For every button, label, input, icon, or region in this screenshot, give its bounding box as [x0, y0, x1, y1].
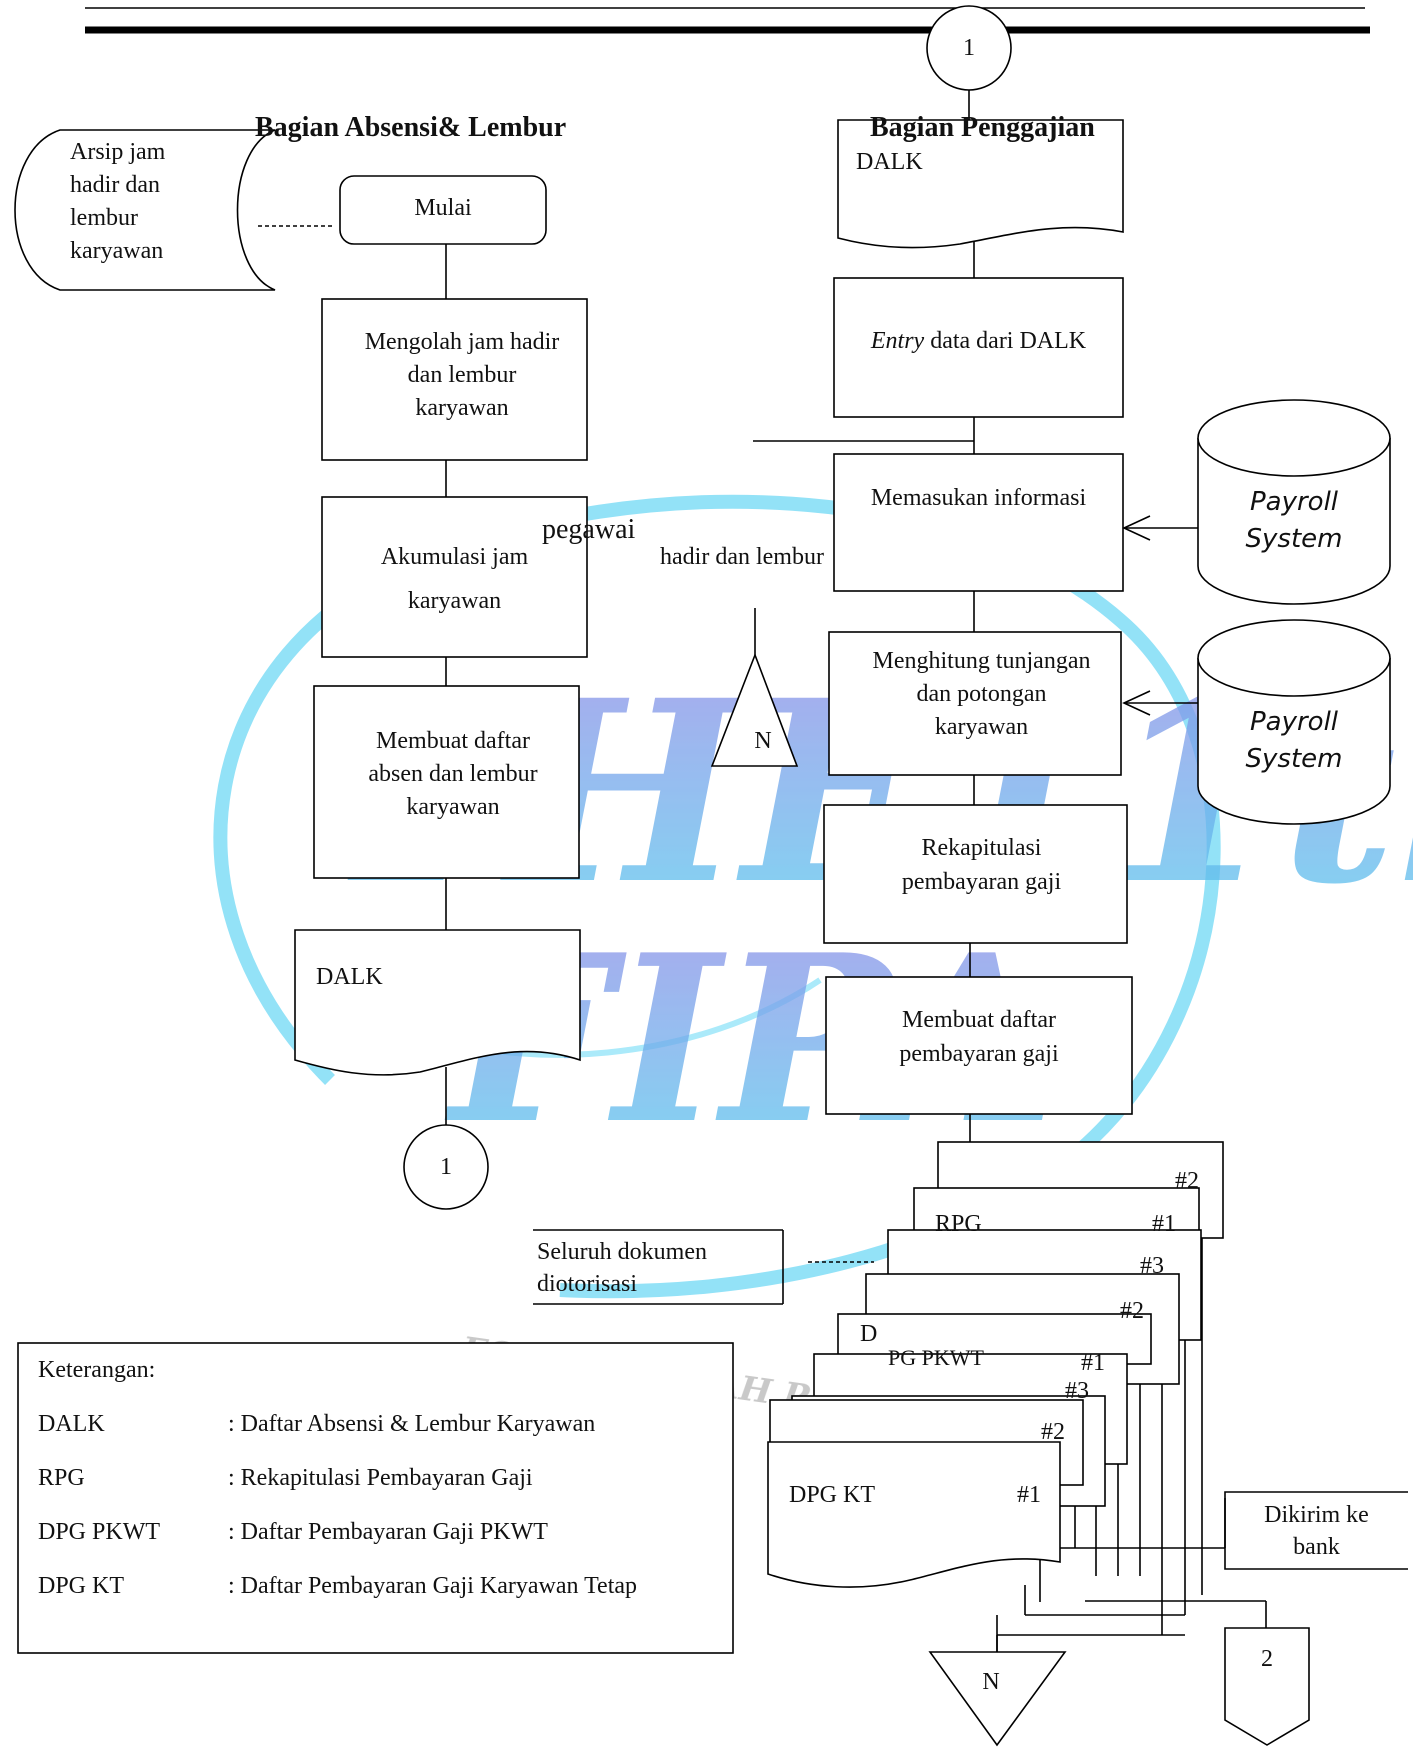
- process-box-entry: [833, 277, 1124, 418]
- legend-abbr-2: RPG: [38, 1465, 85, 1491]
- archive-label-1: Arsip jam: [70, 139, 166, 165]
- legend-desc-4: : Daftar Pembayaran Gaji Karyawan Tetap: [228, 1573, 638, 1599]
- document-stack: [767, 1141, 1224, 1588]
- recap-line2: pembayaran gaji: [901, 869, 1062, 895]
- doc-copy-label-7: #2: [1041, 1419, 1065, 1445]
- legend-abbr-1: DALK: [38, 1411, 105, 1437]
- doc-copy-label-5: #1: [1081, 1350, 1105, 1376]
- process-info-label: Memasukan informasi: [870, 485, 1087, 511]
- process3-line1: Membuat daftar: [376, 728, 530, 754]
- process3-line3: karyawan: [406, 794, 500, 820]
- archive-storage-shape: [14, 129, 276, 291]
- db1-label-2: System: [1245, 524, 1343, 554]
- offpage-2-label: 2: [1261, 1646, 1273, 1672]
- file-bottom-label: N: [982, 1669, 1000, 1695]
- doc-copy-label-4: #2: [1120, 1298, 1144, 1324]
- start-label: Mulai: [414, 195, 472, 221]
- connector-bottom-label: 1: [440, 1154, 452, 1180]
- entry-label-rest: data dari DALK: [924, 328, 1087, 354]
- db1-label-1: Payroll: [1249, 487, 1339, 517]
- database-payroll-2: [1197, 619, 1391, 825]
- archive-label-4: karyawan: [70, 238, 164, 264]
- process3-line2: absen dan lembur: [368, 761, 538, 787]
- process-box-membuat-daftar: [313, 685, 580, 879]
- process1-line2: dan lembur: [407, 362, 517, 388]
- recap-line1: Rekapitulasi: [921, 835, 1042, 861]
- note-sent-box: [1224, 1491, 1408, 1570]
- calc-line3: karyawan: [934, 714, 1029, 740]
- doc-pkwt-d: D: [860, 1321, 878, 1347]
- archive-label-3: lembur: [70, 205, 138, 231]
- note-authorized-1: Seluruh dokumen: [537, 1239, 707, 1265]
- process2-line2: karyawan: [407, 588, 502, 614]
- legend-box: [17, 1342, 734, 1654]
- calc-line2: dan potongan: [916, 681, 1047, 707]
- process-box-mengolah: [321, 298, 588, 461]
- doc-copy-label-6: #3: [1065, 1378, 1089, 1404]
- doc-dalk-right-label: DALK: [856, 149, 923, 175]
- db2-label-1: Payroll: [1249, 707, 1339, 737]
- doc-kt-label: DPG KT: [789, 1482, 876, 1508]
- offpage-connector-bottom-1: [403, 1124, 489, 1210]
- process1-line1: Mengolah jam hadir: [364, 329, 560, 355]
- legend-abbr-4: DPG KT: [38, 1573, 125, 1599]
- entry-label-em: Entry: [870, 328, 925, 354]
- process-box-rekapitulasi: [823, 804, 1128, 944]
- calc-line1: Menghitung tunjangan: [872, 648, 1091, 674]
- note-sent-2: bank: [1293, 1534, 1340, 1560]
- lane-header-left: Bagian Absensi& Lembur: [255, 112, 567, 143]
- db2-label-2: System: [1245, 744, 1343, 774]
- legend-desc-1: : Daftar Absensi & Lembur Karyawan: [228, 1411, 596, 1437]
- process-box-memasukan: [833, 453, 1124, 592]
- file-triangle-bottom: [928, 1651, 1067, 1747]
- note-authorized-2: diotorisasi: [537, 1271, 637, 1297]
- document-dalk-right: [837, 119, 1124, 249]
- legend-desc-2: : Rekapitulasi Pembayaran Gaji: [228, 1465, 533, 1491]
- file-triangle-mid: [710, 652, 799, 767]
- process-box-menghitung: [828, 631, 1122, 776]
- legend-desc-3: : Daftar Pembayaran Gaji PKWT: [228, 1519, 548, 1545]
- file-mid-label: N: [754, 728, 772, 754]
- document-dalk-left: [294, 929, 581, 1076]
- doc-dalk-left-label: DALK: [316, 964, 383, 990]
- doc-rpg-label: RPG: [935, 1211, 982, 1237]
- arrowhead-db1: [1122, 515, 1151, 541]
- doc-kt-copy1: [767, 1441, 1061, 1588]
- process2-float-pegawai: pegawai: [542, 514, 636, 545]
- arrowhead-db2: [1122, 690, 1151, 716]
- lane-header-right: Bagian Penggajian: [870, 112, 1095, 143]
- doc-pkwt-label: PG PKWT: [888, 1345, 984, 1370]
- process2-line1: Akumulasi jam: [380, 544, 529, 570]
- doc-copy-label-3: #3: [1140, 1253, 1164, 1279]
- start-terminator: [339, 175, 547, 245]
- process2-float-hadir: hadir dan lembur: [660, 544, 824, 570]
- offpage-connector-2: [1224, 1627, 1310, 1746]
- legend-title: Keterangan:: [38, 1357, 156, 1383]
- list-line1: Membuat daftar: [902, 1007, 1056, 1033]
- legend-abbr-3: DPG PKWT: [38, 1519, 161, 1545]
- connector-top-label: 1: [963, 35, 975, 61]
- entry-label: Entry data dari DALK: [834, 325, 1123, 358]
- process1-line3: karyawan: [415, 395, 509, 421]
- list-line2: pembayaran gaji: [899, 1041, 1059, 1067]
- note-sent-1: Dikirim ke: [1264, 1502, 1369, 1528]
- archive-label-2: hadir dan: [70, 172, 160, 198]
- doc-copy-label-2: #1: [1152, 1211, 1176, 1237]
- doc-copy-label-1: #2: [1175, 1168, 1199, 1194]
- process-box-membuat-pembayaran: [825, 976, 1133, 1115]
- process-box-akumulasi: [321, 496, 588, 658]
- doc-copy-label-8: #1: [1017, 1482, 1041, 1508]
- database-payroll-1: [1197, 399, 1391, 605]
